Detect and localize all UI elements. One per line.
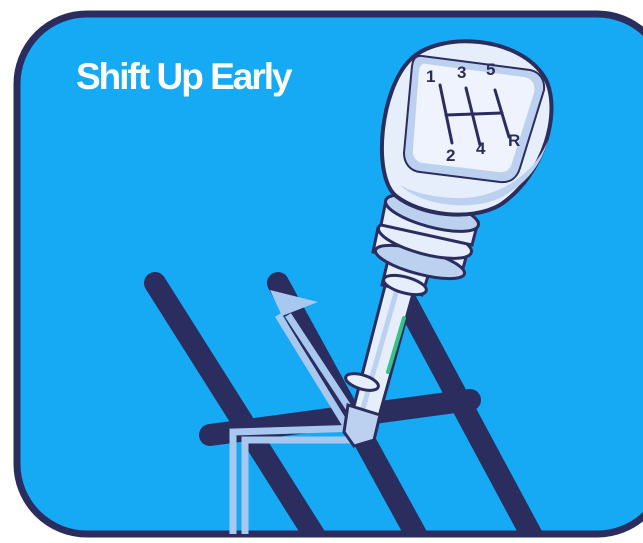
gear-label-4: 4 (476, 139, 486, 158)
gear-label-r: R (508, 131, 520, 150)
page-title: Shift Up Early (76, 58, 291, 95)
gear-label-5: 5 (486, 60, 495, 79)
gear-label-3: 3 (457, 63, 466, 82)
gear-label-2: 2 (446, 146, 455, 165)
gear-label-1: 1 (426, 67, 435, 86)
